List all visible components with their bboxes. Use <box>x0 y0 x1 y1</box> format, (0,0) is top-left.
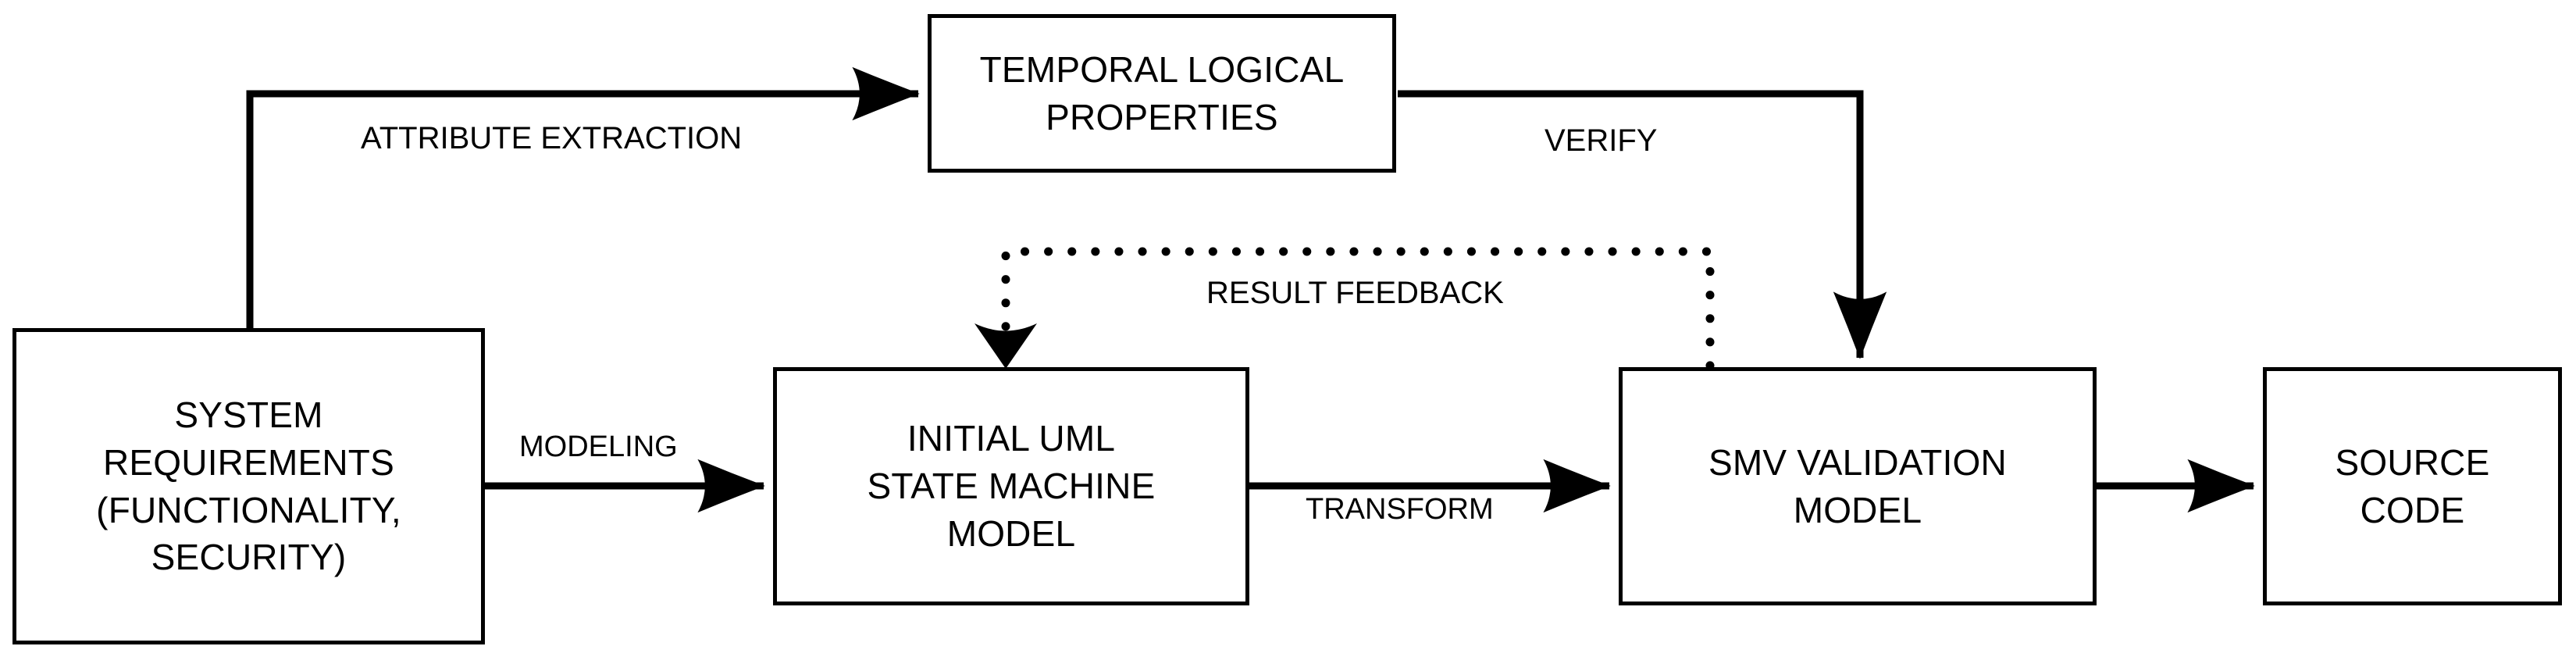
edge-result-feedback <box>1001 247 1715 370</box>
node-initial-uml-state-machine-model[interactable]: INITIAL UML STATE MACHINE MODEL <box>773 367 1249 605</box>
edge-label-attribute-extraction: ATTRIBUTE EXTRACTION <box>361 121 743 155</box>
node-system-requirements[interactable]: SYSTEM REQUIREMENTS (FUNCTIONALITY, SECU… <box>12 328 485 644</box>
node-source-code[interactable]: SOURCE CODE <box>2263 367 2562 605</box>
edge-result-feedback-arrowhead <box>974 323 1037 369</box>
edge-label-transform: TRANSFORM <box>1306 493 1494 526</box>
edge-label-result-feedback: RESULT FEEDBACK <box>1206 276 1504 310</box>
edge-attribute-extraction <box>246 66 920 330</box>
edge-verify <box>1398 90 1887 359</box>
edge-label-verify: VERIFY <box>1545 123 1658 158</box>
edge-label-modeling: MODELING <box>519 430 678 463</box>
node-temporal-logical-properties[interactable]: TEMPORAL LOGICAL PROPERTIES <box>928 14 1396 173</box>
node-smv-validation-model[interactable]: SMV VALIDATION MODEL <box>1619 367 2097 605</box>
